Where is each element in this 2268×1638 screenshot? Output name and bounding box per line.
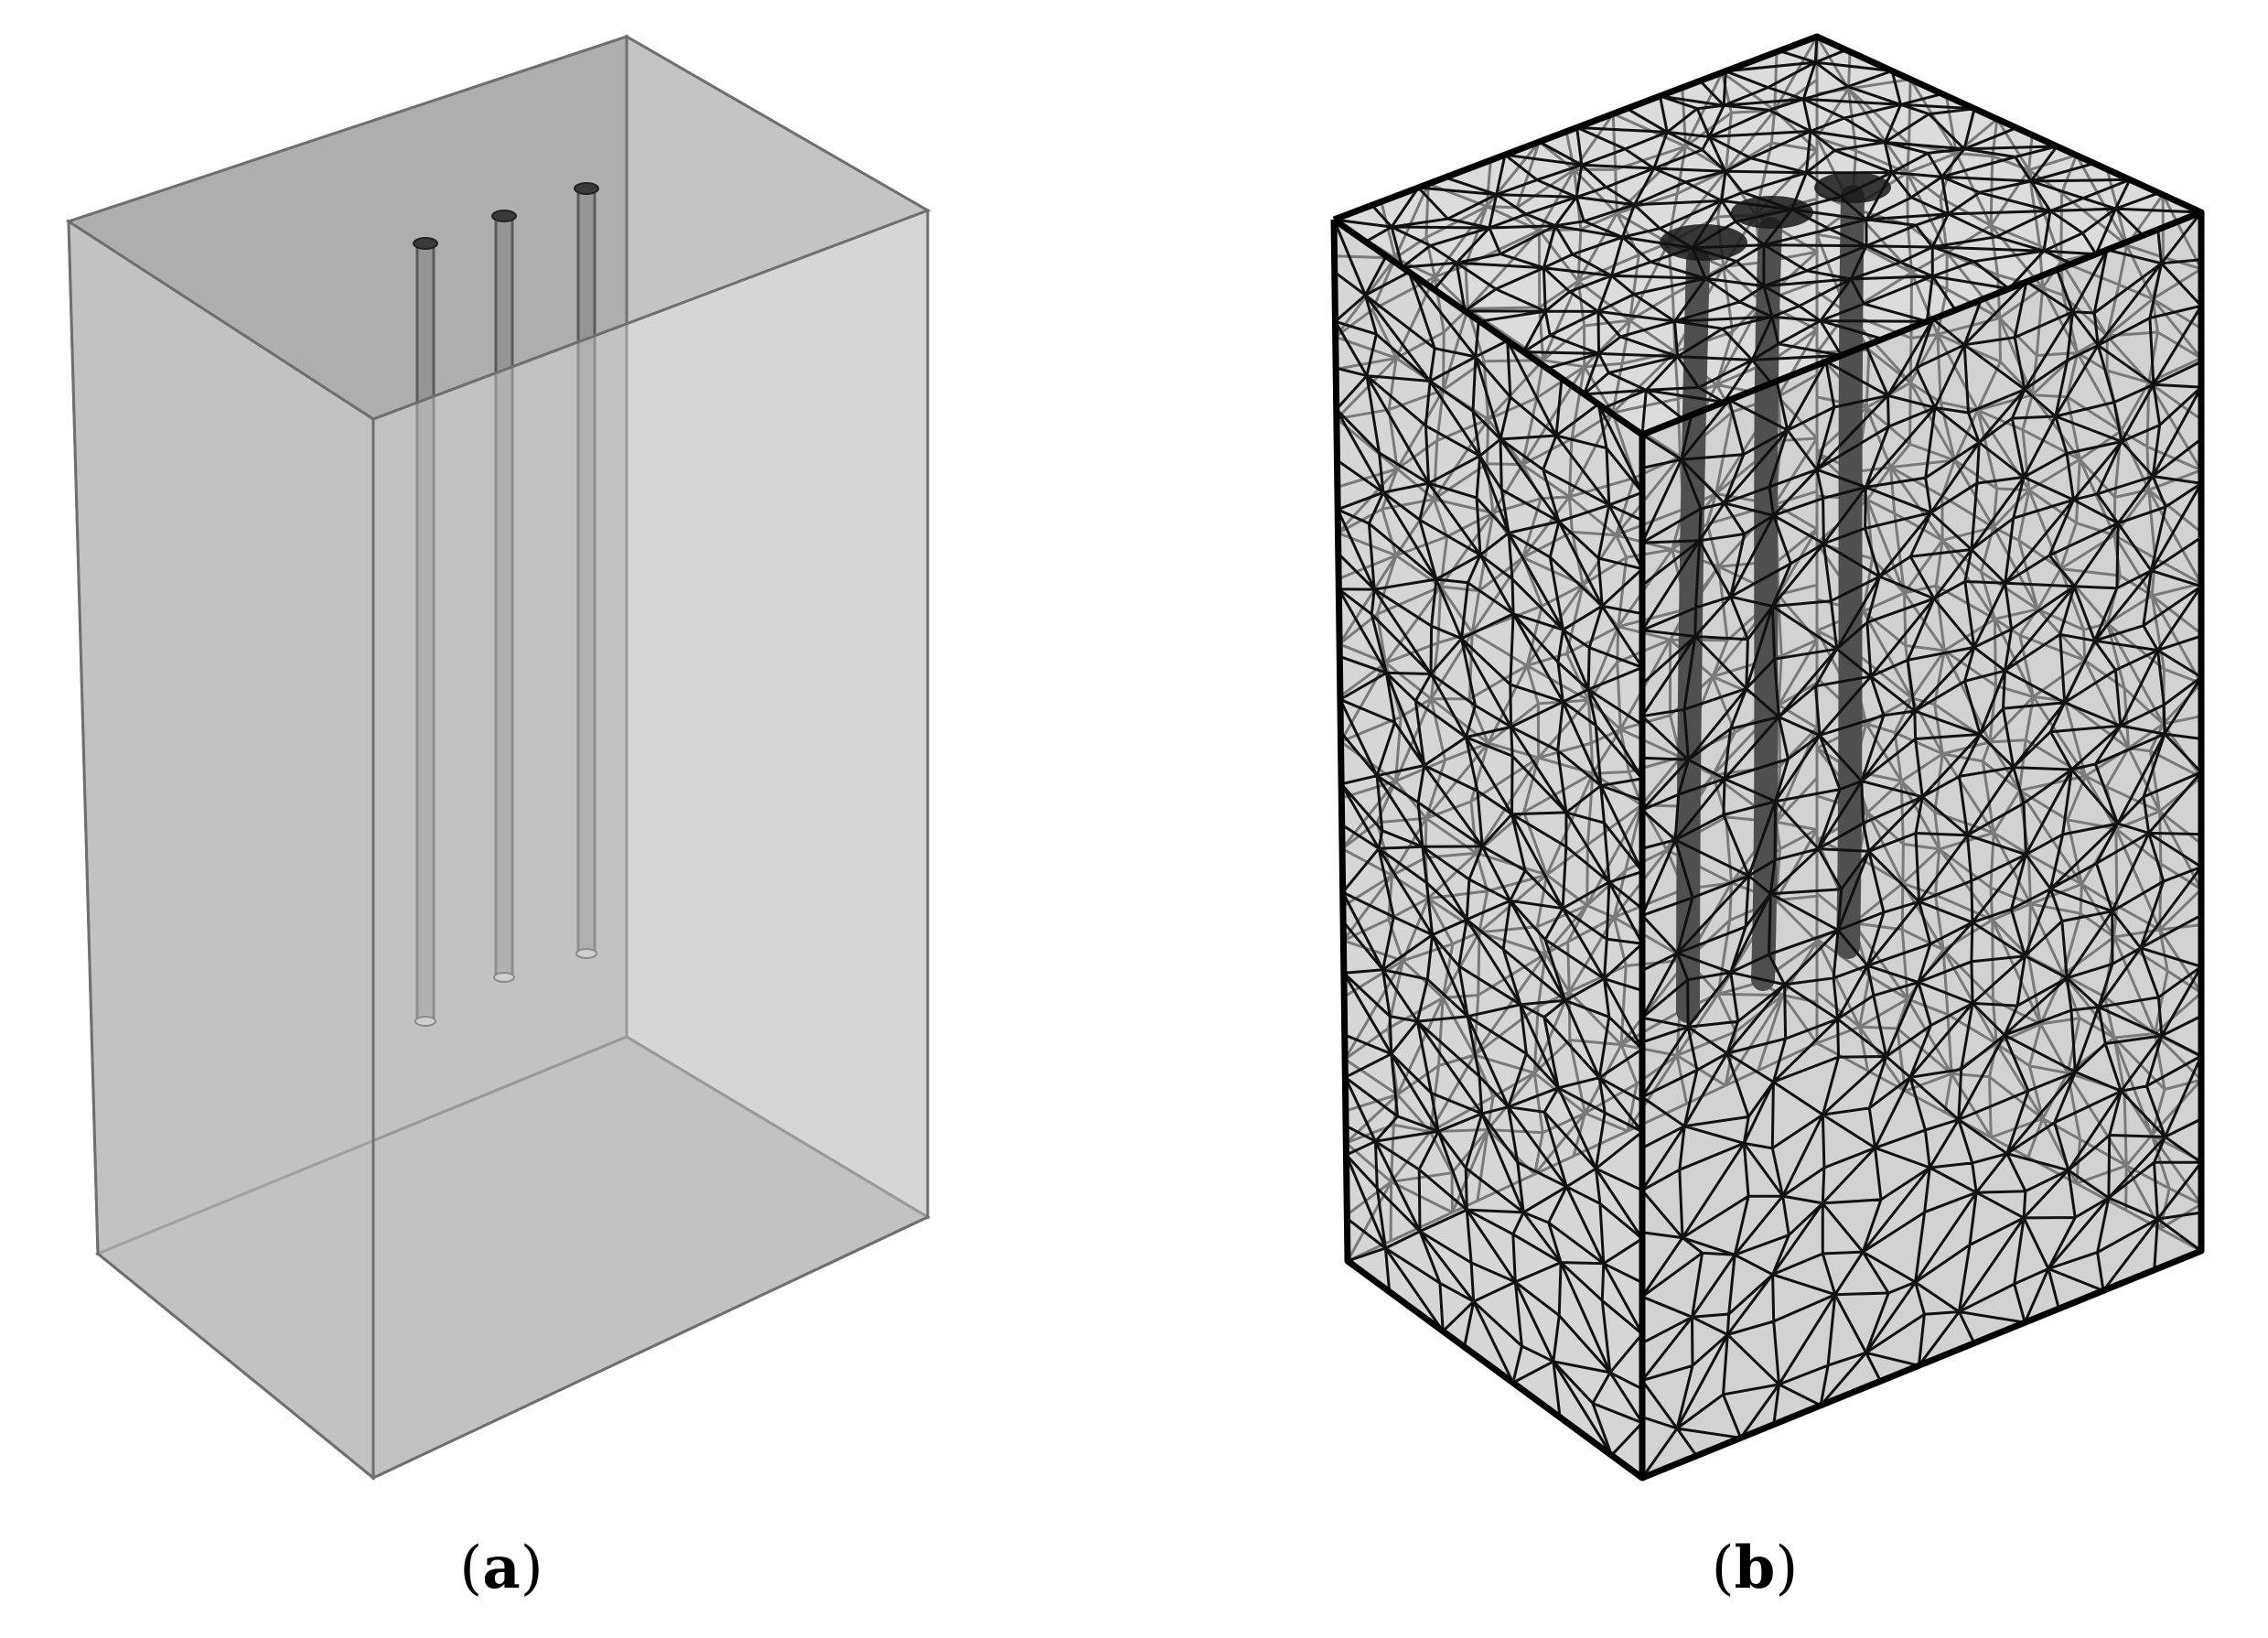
mesh-pipe-1 [1676, 249, 1710, 1023]
pipe-3 [574, 182, 599, 959]
box-left-face [67, 219, 375, 1482]
mesh-outline [1330, 33, 2205, 1482]
caption-b: (b) [1712, 1534, 1799, 1602]
panel-a-geometry [65, 34, 931, 1482]
caption-a: (a) [459, 1534, 543, 1602]
pipe-1 [413, 237, 438, 1027]
pipe-2 [491, 210, 517, 983]
panel-b-mesh [1330, 33, 2205, 1482]
box-front-face [371, 208, 930, 1481]
